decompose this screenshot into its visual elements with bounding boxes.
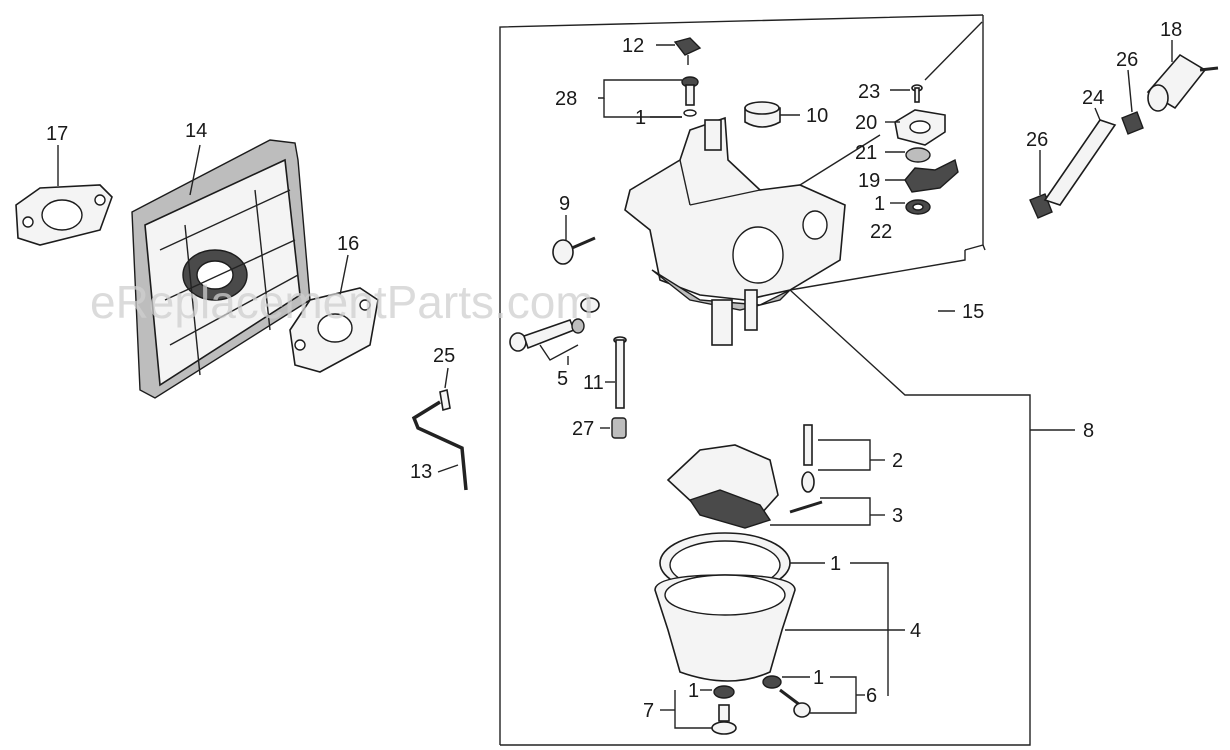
callout-24: 24 <box>1082 87 1104 109</box>
callout-6: 6 <box>866 685 877 707</box>
part-27-nut <box>611 417 627 439</box>
callout-15: 15 <box>962 301 984 323</box>
part-7-drain-screw <box>711 685 737 735</box>
callout-4: 4 <box>910 620 921 642</box>
callout-1-bolt: 1 <box>813 667 824 689</box>
watermark-text: eReplacementParts.com <box>90 276 594 328</box>
part-3-float-pin <box>789 500 823 514</box>
callout-17: 17 <box>46 123 68 145</box>
part-6-bolt <box>762 675 811 718</box>
part-20-cover <box>894 109 946 146</box>
callout-26-left: 26 <box>1026 129 1048 151</box>
callout-3: 3 <box>892 505 903 527</box>
callout-21: 21 <box>855 142 877 164</box>
assembly-outline <box>499 14 1075 746</box>
part-28-screw <box>681 76 699 117</box>
part-21-diaphragm <box>905 147 931 163</box>
part-19-body <box>904 158 959 193</box>
part-22-seal <box>905 199 931 215</box>
part-4-float-bowl <box>654 574 796 682</box>
float <box>666 444 779 529</box>
part-18-fuel-filter <box>1146 53 1219 112</box>
part-9-screw <box>552 236 596 265</box>
callout-1-right: 1 <box>874 193 885 215</box>
part-17-gasket <box>15 184 113 246</box>
part-23-screw <box>911 84 923 103</box>
part-14-insulator-plate <box>131 139 311 399</box>
part-16-gasket <box>289 287 379 373</box>
callout-19: 19 <box>858 170 880 192</box>
callout-1-drain: 1 <box>688 680 699 702</box>
callout-14: 14 <box>185 120 207 142</box>
callout-8: 8 <box>1083 420 1094 442</box>
callout-26-right: 26 <box>1116 49 1138 71</box>
callout-28: 28 <box>555 88 577 110</box>
part-11-bolt <box>613 336 627 409</box>
callout-23: 23 <box>858 81 880 103</box>
callout-1-top: 1 <box>635 107 646 129</box>
callout-25: 25 <box>433 345 455 367</box>
leader-lines <box>57 21 1173 729</box>
part-13-throttle-rod <box>411 400 468 491</box>
part-12-plate <box>673 37 702 65</box>
callout-labels: 12 28 1 10 9 5 11 27 25 13 14 17 16 23 2… <box>46 19 1182 722</box>
callout-10: 10 <box>806 105 828 127</box>
callout-20: 20 <box>855 112 877 134</box>
part-25-clip <box>439 388 451 412</box>
callout-5: 5 <box>557 368 568 390</box>
part-26-clamp-upper <box>1121 111 1144 135</box>
callout-13: 13 <box>410 461 432 483</box>
callout-9: 9 <box>559 193 570 215</box>
callout-27: 27 <box>572 418 594 440</box>
part-24-fuel-tube <box>1043 119 1117 206</box>
callout-2: 2 <box>892 450 903 472</box>
part-10-cap <box>744 101 781 128</box>
callout-7: 7 <box>643 700 654 722</box>
callout-18: 18 <box>1160 19 1182 41</box>
callout-1-bowl: 1 <box>830 553 841 575</box>
part-5-screw-set <box>509 297 600 352</box>
carburetor-body <box>624 116 846 346</box>
part-2-needle-valve <box>801 424 815 493</box>
callout-16: 16 <box>337 233 359 255</box>
callout-12: 12 <box>622 35 644 57</box>
callout-22: 22 <box>870 221 892 243</box>
callout-11: 11 <box>583 372 604 394</box>
